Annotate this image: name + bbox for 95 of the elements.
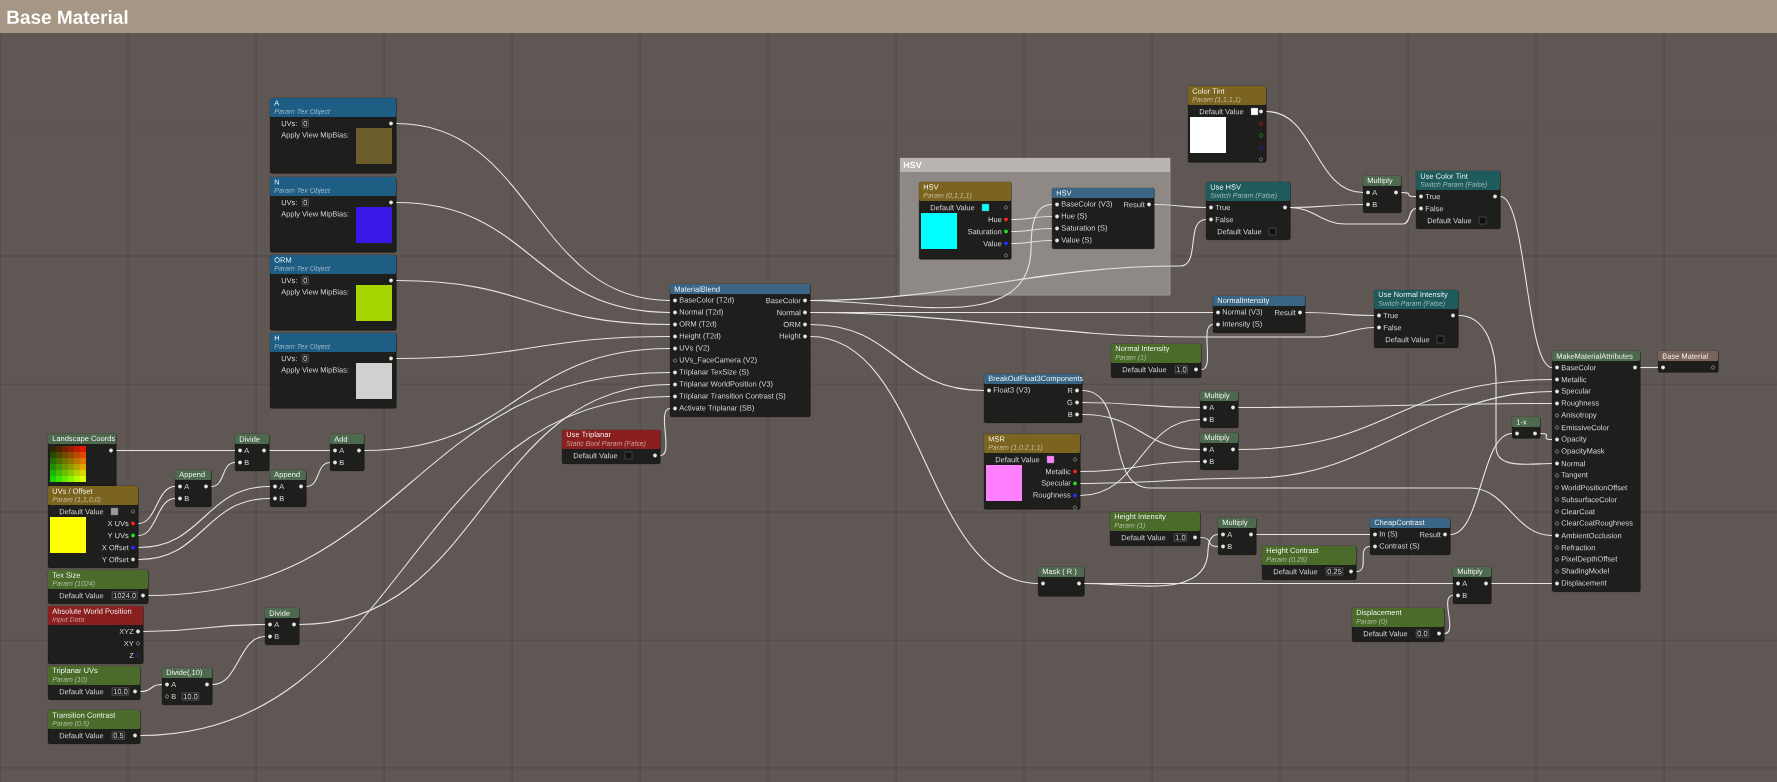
material-node — [162, 668, 213, 705]
material-node — [1658, 351, 1719, 373]
material-node — [1206, 182, 1291, 240]
material-node — [48, 666, 141, 700]
material-node — [670, 284, 811, 417]
material-node — [1218, 518, 1257, 555]
wire — [137, 485, 176, 525]
wire — [1255, 533, 1371, 536]
material-node — [562, 430, 661, 464]
wire — [137, 497, 176, 537]
wire — [1400, 191, 1417, 198]
wire — [1079, 460, 1201, 473]
wire — [1199, 536, 1219, 548]
material-node — [330, 434, 365, 471]
wire — [1237, 378, 1553, 451]
material-node — [48, 570, 149, 604]
wire — [809, 218, 1207, 302]
material-node — [1111, 344, 1202, 378]
material-node — [1552, 351, 1641, 592]
wire — [1457, 314, 1553, 465]
material-node — [1416, 171, 1501, 229]
wire — [137, 485, 271, 549]
wire — [1083, 582, 1454, 585]
material-node — [919, 182, 1012, 260]
material-node — [984, 434, 1081, 510]
material-node — [1200, 433, 1239, 470]
material-node — [1200, 391, 1239, 428]
wire — [395, 335, 671, 360]
wire — [298, 383, 671, 626]
wire — [305, 461, 331, 488]
material-node — [1188, 86, 1267, 163]
material-node — [1352, 608, 1445, 642]
wire — [115, 449, 236, 452]
wire — [809, 311, 1375, 338]
wire — [1010, 239, 1053, 245]
material-node — [270, 333, 397, 409]
wire — [1539, 432, 1553, 441]
material-node — [1213, 296, 1306, 333]
wire — [659, 407, 671, 457]
wire — [1443, 594, 1454, 635]
wire — [268, 449, 331, 452]
wire — [139, 683, 163, 693]
wire — [1081, 401, 1201, 409]
material-node — [270, 177, 397, 253]
wire — [363, 347, 671, 452]
material-node — [1374, 290, 1459, 348]
material-node — [265, 608, 300, 645]
wire — [1499, 195, 1553, 369]
wire — [1304, 311, 1375, 317]
wire — [1010, 227, 1053, 233]
wire — [1081, 413, 1201, 451]
material-node — [984, 374, 1083, 423]
wire — [147, 371, 671, 597]
wire — [1081, 389, 1553, 537]
material-node — [1110, 512, 1201, 546]
wire — [395, 279, 671, 326]
wire — [1153, 203, 1207, 209]
wire — [211, 635, 266, 686]
wire — [809, 335, 1039, 585]
wire — [395, 122, 671, 302]
material-node — [48, 434, 117, 488]
wire — [1200, 323, 1214, 371]
wire — [1079, 390, 1553, 485]
wire — [1449, 432, 1513, 536]
wire — [1265, 110, 1364, 194]
material-node — [1038, 567, 1085, 597]
wire — [142, 623, 266, 633]
wire — [1355, 545, 1371, 573]
material-node — [270, 255, 397, 331]
material-node — [48, 606, 144, 664]
material-node — [48, 486, 139, 568]
wire — [1237, 402, 1553, 409]
wire — [395, 201, 671, 314]
material-node — [1512, 417, 1541, 439]
material-node — [1262, 546, 1357, 580]
title-bar: Base Material — [0, 0, 1777, 33]
wire — [1490, 582, 1553, 585]
comment-title: HSV — [903, 161, 922, 169]
wire — [1010, 215, 1053, 221]
wire — [137, 497, 271, 561]
wire — [1639, 366, 1659, 369]
material-node — [1052, 188, 1155, 249]
material-node — [1370, 518, 1451, 555]
material-node — [270, 98, 397, 174]
material-node — [175, 470, 212, 507]
material-node — [48, 710, 141, 744]
wire — [1079, 418, 1201, 497]
material-node — [1453, 567, 1492, 604]
wire — [210, 461, 236, 488]
wire — [809, 323, 985, 392]
material-node — [235, 434, 270, 471]
material-node — [270, 470, 307, 507]
wire — [1289, 206, 1417, 225]
wire — [139, 395, 671, 737]
material-node — [1363, 176, 1402, 213]
